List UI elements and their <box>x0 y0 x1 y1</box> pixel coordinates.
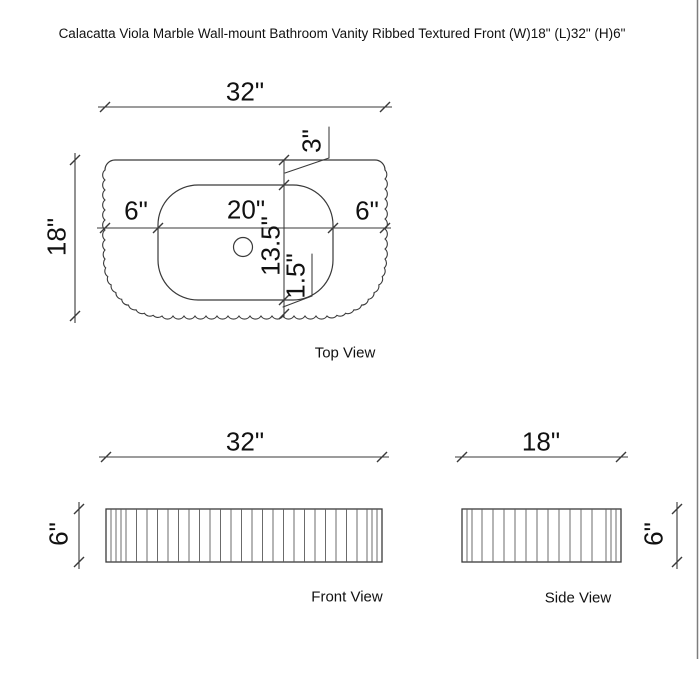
dimension-tick <box>99 222 111 234</box>
dimension-tick <box>73 503 85 515</box>
side-view-label: Side View <box>544 589 612 607</box>
leader-line-3in <box>284 126 330 174</box>
side-overall-depth-dim-label: 18" <box>521 426 561 457</box>
top-basin-inset-back-dim-label: 3" <box>296 129 327 153</box>
top-overall-width-dim-label: 32" <box>225 76 265 107</box>
dimension-tick <box>99 101 111 113</box>
dimension-tick <box>100 451 112 463</box>
dimension-tick <box>379 101 391 113</box>
page-title: Calacatta Viola Marble Wall-mount Bathro… <box>58 26 626 41</box>
countertop-top-edge <box>104 159 386 171</box>
dimension-tick <box>278 308 290 320</box>
dimension-tick <box>278 179 290 191</box>
dimension-tick <box>73 556 85 568</box>
top-right-margin-dim-label: 6" <box>355 195 379 226</box>
top-basin-width-dim-label: 20" <box>226 194 266 225</box>
front-view-drawing <box>73 451 389 569</box>
leader-line-1-5in <box>282 253 313 308</box>
front-view-label: Front View <box>311 588 383 606</box>
basin-outline <box>157 184 334 301</box>
top-overall-depth-dim-label: 18" <box>41 217 72 257</box>
dimension-tick <box>671 556 683 568</box>
front-height-dim-label: 6" <box>43 522 74 546</box>
top-view-label: Top View <box>314 344 376 362</box>
countertop-ribbed-edge <box>102 169 388 320</box>
dimension-tick <box>69 310 81 322</box>
dimension-tick <box>456 451 468 463</box>
dimension-tick <box>278 294 290 306</box>
dimension-tick <box>69 154 81 166</box>
dimension-tick <box>327 222 339 234</box>
dimension-tick <box>278 154 290 166</box>
top-view-drawing <box>69 101 392 323</box>
front-overall-width-dim-label: 32" <box>225 426 265 457</box>
side-height-dim-label: 6" <box>638 522 669 546</box>
side-view-drawing <box>455 451 683 569</box>
dimension-tick <box>152 222 164 234</box>
dimension-tick <box>615 451 627 463</box>
top-left-margin-dim-label: 6" <box>124 195 148 226</box>
vanity-body-outline <box>461 508 622 563</box>
dimension-tick <box>671 503 683 515</box>
top-basin-inset-front-dim-label: 1.5" <box>280 253 311 299</box>
dimension-tick <box>376 451 388 463</box>
dimension-tick <box>379 222 391 234</box>
drain-hole <box>232 236 254 258</box>
